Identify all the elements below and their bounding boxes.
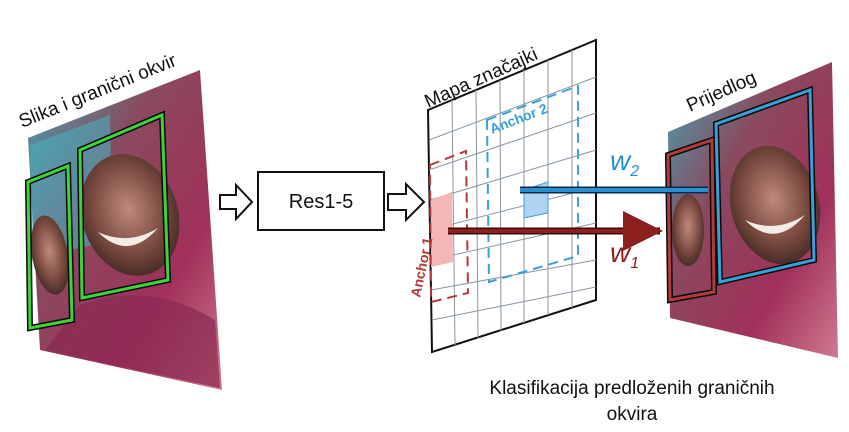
caption-line-1: Klasifikacija predloženih graničnih: [489, 378, 774, 399]
w1-sub: 1: [630, 255, 639, 272]
arrow-input-to-backbone: [219, 182, 254, 222]
output-bounding-box-blue: [712, 85, 818, 286]
svg-text:w2: w2: [610, 145, 639, 180]
svg-text:w1: w1: [610, 237, 639, 272]
caption-line-2: okvira: [607, 404, 658, 425]
output-image: [668, 62, 838, 358]
w1-base: w: [610, 237, 632, 268]
anchor1-box: [428, 149, 470, 304]
w2-base: w: [610, 145, 632, 176]
feature-map-grid: [428, 50, 597, 346]
input-bounding-box-small: [24, 161, 76, 332]
backbone-label: Res1-5: [289, 191, 353, 213]
w2-sub: 2: [629, 163, 639, 180]
output-bounding-box-red: [664, 135, 718, 304]
arrow-backbone-to-feature-map: [387, 181, 426, 223]
anchor2-box: [485, 84, 579, 284]
input-image: [28, 70, 222, 390]
w1-label: w1: [610, 237, 639, 272]
input-bounding-box-large: [76, 110, 172, 302]
anchor1-cell: [431, 192, 453, 267]
backbone-box: Res1-5: [257, 171, 385, 231]
w2-label: w2: [610, 145, 639, 180]
